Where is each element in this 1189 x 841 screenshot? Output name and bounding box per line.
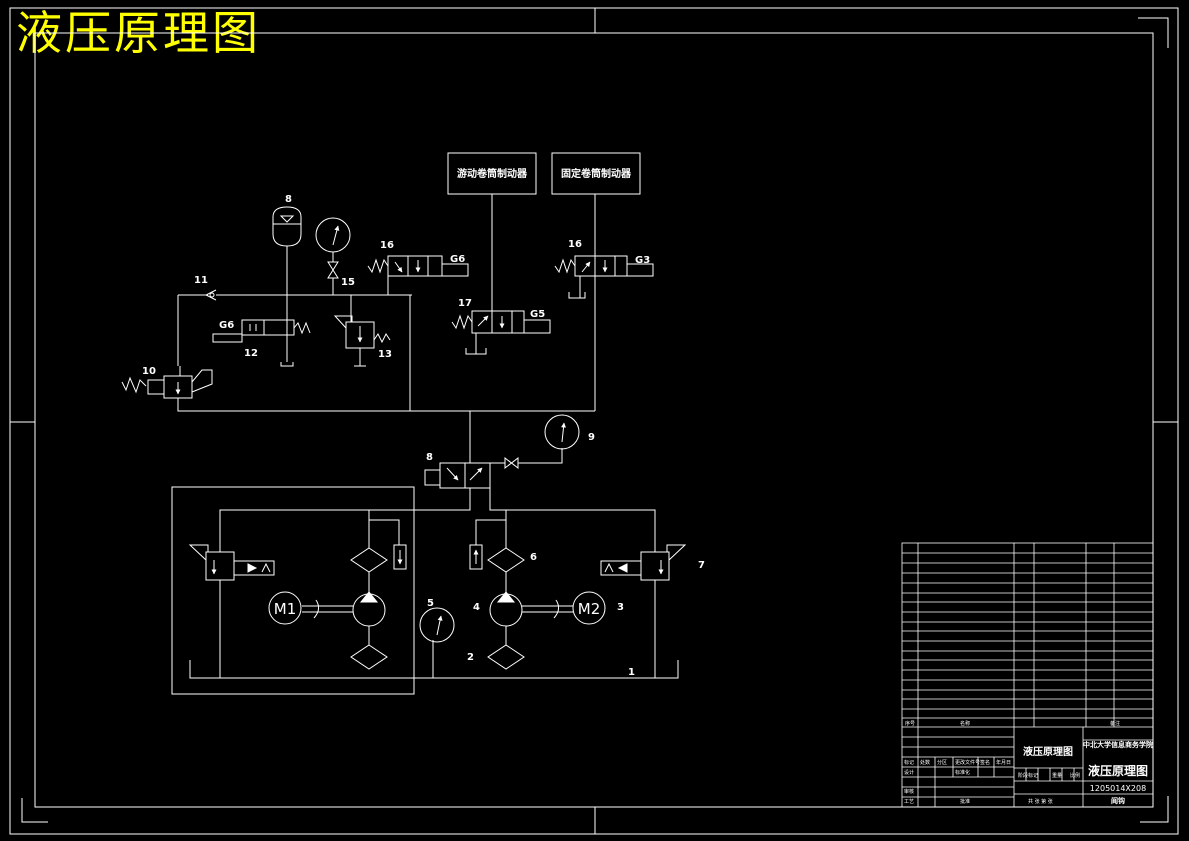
label-17: 17 — [458, 298, 472, 309]
piping — [171, 194, 679, 695]
component-labels: 8 11 12 13 15 16 16 17 10 9 8 7 6 5 4 3 … — [142, 194, 705, 678]
label-11: 11 — [194, 275, 208, 286]
filter-right-icon — [487, 547, 525, 573]
label-5: 5 — [427, 598, 434, 609]
tb-drawing-name: 液压原理图 — [1023, 745, 1073, 758]
label-6: 6 — [530, 552, 537, 563]
tb-docno: 更改文件号 — [955, 759, 980, 766]
shaft-left — [302, 599, 353, 619]
accumulator — [272, 206, 302, 247]
tb-process: 工艺 — [904, 799, 914, 805]
pump-right — [489, 591, 523, 627]
label-13: 13 — [378, 349, 392, 360]
tb-col-no: 序号 — [905, 720, 915, 727]
motor-m2-icon — [572, 591, 606, 625]
valve-10 — [121, 366, 213, 399]
tb-col-note: 备注 — [1110, 720, 1120, 727]
tb-std: 标准化 — [955, 769, 970, 776]
label-12: 12 — [244, 348, 258, 359]
tb-school: 中北大学信息商务学院 — [1083, 740, 1153, 749]
tb-weight: 重量 — [1052, 772, 1062, 779]
check-valve-icon — [204, 289, 217, 301]
tb-design: 设计 — [904, 769, 914, 776]
lower-valve-7 — [600, 544, 687, 581]
label-16-right: 16 — [568, 239, 582, 250]
travel-brake-box — [447, 152, 537, 195]
motor-m1-icon — [268, 591, 302, 625]
bypass-check-left — [393, 544, 407, 570]
tb-drawing-no: 1205014X208 — [1090, 784, 1146, 793]
label-4: 4 — [473, 602, 480, 613]
label-16-left: 16 — [380, 240, 394, 251]
relief-valve-13 — [333, 315, 391, 367]
bypass-check-right — [469, 544, 483, 570]
solenoid-valve-16-left — [367, 255, 469, 277]
label-7: 7 — [698, 560, 705, 571]
title-block-text: 序号 名称 备注 标记 处数 分区 更改文件号 签名 年月日 设计 标准化 审核… — [904, 720, 1153, 805]
pressure-gauge-icon — [315, 217, 351, 253]
label-9: 9 — [588, 432, 595, 443]
fixed-brake-label: 固定卷筒制动器 — [561, 167, 632, 180]
tb-sign: 标记 — [904, 759, 914, 766]
tb-zone: 分区 — [937, 759, 947, 766]
filter-left-icon — [350, 547, 388, 573]
tb-date: 年月日 — [996, 759, 1011, 766]
tb-approve: 批准 — [960, 798, 970, 805]
selector-valve-8 — [424, 462, 491, 489]
tb-drawing-name-big: 液压原理图 — [1088, 763, 1148, 778]
filter-right-bottom-icon — [487, 644, 525, 670]
tb-stage: 阶段标记 — [1018, 772, 1038, 779]
components — [121, 206, 687, 670]
filter-left-bottom-icon — [350, 644, 388, 670]
solenoid-valve-17 — [451, 310, 551, 355]
label-3: 3 — [617, 602, 624, 613]
valve-12 — [212, 319, 311, 367]
lower-valve-left — [188, 544, 275, 581]
label-g6-b: G6 — [450, 254, 465, 265]
fixed-brake-box — [551, 152, 641, 195]
tb-sheets: 共 张 第 张 — [1028, 798, 1053, 805]
sheet-frame — [9, 7, 1179, 835]
tb-scale: 比例 — [1070, 772, 1080, 779]
gauge-valve-icon — [327, 261, 339, 279]
label-g5: G5 — [530, 309, 545, 320]
label-1: 1 — [628, 667, 635, 678]
label-8-mid: 8 — [426, 452, 433, 463]
pressure-gauge-5-icon — [419, 607, 455, 643]
tb-col-name: 名称 — [960, 720, 970, 727]
tb-count: 处数 — [920, 759, 930, 766]
motor-m2-label: M2 — [578, 600, 601, 618]
label-15: 15 — [341, 277, 355, 288]
travel-brake-label: 游动卷筒制动器 — [457, 167, 528, 180]
tb-signature: 签名 — [980, 759, 990, 766]
motor-m1-label: M1 — [274, 600, 297, 618]
tb-review: 审核 — [904, 788, 914, 795]
title-block — [901, 542, 1154, 808]
label-10: 10 — [142, 366, 156, 377]
pressure-gauge-9-icon — [544, 414, 580, 450]
solenoid-valve-16-right — [554, 255, 654, 299]
gauge-valve-9-icon — [504, 456, 519, 470]
label-2: 2 — [467, 652, 474, 663]
label-g3: G3 — [635, 255, 650, 266]
label-8-top: 8 — [285, 194, 292, 205]
tb-author: 阎钩 — [1111, 796, 1125, 805]
label-g6-a: G6 — [219, 320, 234, 331]
shaft-right — [522, 599, 573, 619]
pump-left — [352, 591, 386, 627]
